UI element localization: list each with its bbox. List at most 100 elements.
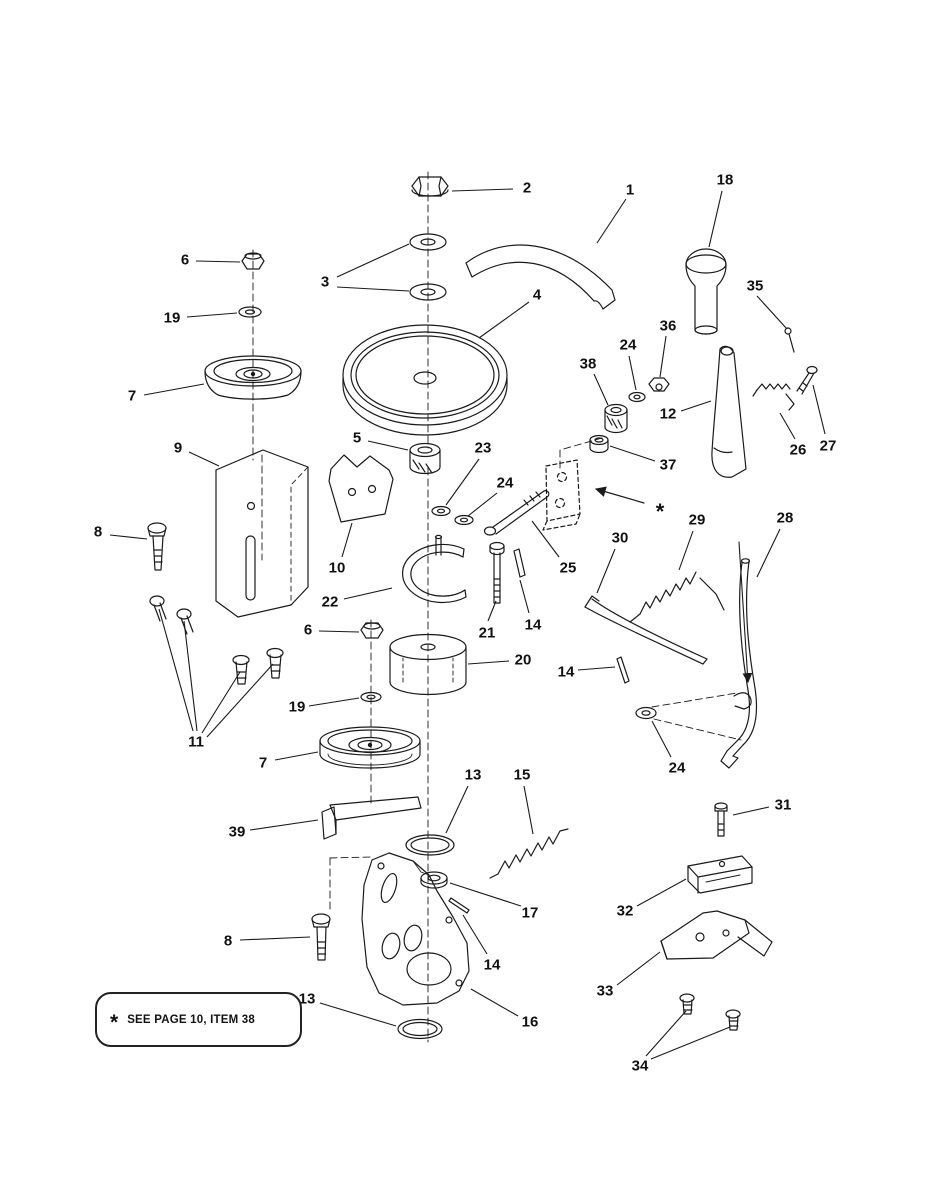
leader-line-22 (343, 587, 393, 600)
leader-line-11 (183, 620, 198, 732)
leader-line-23 (445, 458, 480, 506)
asterisk-arrow (594, 486, 645, 504)
bolt-21 (489, 541, 505, 604)
leader-line-21 (487, 600, 497, 622)
leader-line-18 (708, 190, 723, 248)
pulley-7-mid (319, 726, 421, 769)
leader-line-9 (188, 451, 220, 467)
belt-guide-22 (402, 534, 467, 604)
washer-23 (431, 505, 451, 517)
bushing-37 (589, 434, 609, 454)
leader-line-32 (636, 878, 687, 907)
leader-line-10 (341, 522, 353, 558)
bracket-33 (660, 910, 773, 960)
leader-line-27 (812, 384, 826, 435)
leader-line-37 (609, 445, 656, 462)
bolt-8-lower (311, 913, 331, 961)
spring-15 (489, 828, 569, 879)
leader-line-29 (678, 530, 694, 571)
leader-line-34 (645, 1010, 687, 1057)
arm-16 (361, 852, 470, 1006)
leader-line-14 (462, 914, 488, 955)
footnote-asterisk: * (110, 1010, 119, 1034)
leader-line-13 (319, 1002, 397, 1027)
leader-line-34 (650, 1026, 731, 1060)
leader-line-13 (445, 785, 469, 834)
leader-line-3 (336, 286, 410, 292)
leader-line-20 (467, 660, 510, 665)
clamp-32 (687, 855, 753, 894)
footnote-box: * SEE PAGE 10, ITEM 38 (95, 992, 302, 1047)
pulley-7-left (204, 355, 302, 400)
leader-line-6 (318, 630, 360, 633)
pulley-4 (342, 324, 508, 436)
spring-link-26 (752, 383, 795, 411)
leader-line-6 (195, 260, 241, 263)
bracket-10 (328, 454, 394, 523)
leader-line-12 (680, 400, 712, 412)
leader-line-14 (519, 579, 530, 614)
leader-line-19 (186, 312, 238, 318)
leader-line-24 (628, 355, 637, 391)
leader-line-31 (732, 806, 770, 816)
leader-line-17 (449, 882, 522, 907)
washer-24-center (454, 514, 474, 526)
bolts-34 (679, 993, 741, 1031)
leader-line-7 (274, 751, 319, 761)
leader-line-8 (109, 534, 148, 540)
leader-line-11 (201, 671, 241, 734)
leader-line-8 (239, 936, 311, 941)
leader-line-5 (367, 440, 409, 451)
leader-line-16 (470, 988, 519, 1017)
leader-line-19 (308, 697, 360, 707)
leader-line-15 (523, 785, 534, 835)
screw-35 (784, 327, 795, 353)
leader-line-30 (596, 548, 616, 594)
leader-line-36 (659, 335, 667, 378)
leader-line-26 (779, 412, 796, 440)
leader-line-11 (206, 663, 274, 738)
leader-line-25 (531, 520, 560, 558)
spacer-5 (409, 442, 441, 475)
leader-line-1 (596, 198, 627, 244)
bracket-asterisk (542, 459, 581, 531)
pin-14-lower (448, 897, 470, 914)
leader-line-4 (478, 301, 530, 339)
washer-24-top (628, 391, 646, 403)
drum-20 (389, 633, 467, 696)
ring-13-lower (397, 1018, 443, 1040)
washer-19-left (238, 306, 262, 318)
lever-12 (711, 345, 747, 478)
leader-line-35 (756, 295, 788, 330)
leader-line-24 (467, 492, 498, 517)
leader-line-39 (249, 819, 319, 831)
washer-24-right (635, 706, 657, 720)
hook-detail (733, 692, 752, 710)
centerlines (252, 171, 742, 1043)
nut-6-left (241, 252, 265, 270)
footnote-text: SEE PAGE 10, ITEM 38 (127, 1013, 255, 1026)
leader-line-38 (593, 373, 609, 406)
pin-14-right (616, 656, 630, 684)
washers-3 (409, 233, 447, 301)
nut-6-mid (360, 622, 384, 639)
leader-line-33 (616, 951, 661, 986)
leader-line-14 (577, 666, 616, 671)
bracket-9 (215, 449, 309, 618)
bolt-8-left (147, 522, 167, 571)
bracket-39 (321, 796, 422, 840)
rod-30 (584, 595, 708, 665)
belt-guide-1 (465, 244, 616, 310)
leader-line-28 (756, 528, 781, 578)
washer-19-mid (360, 691, 382, 703)
bolt-31 (714, 802, 728, 837)
callout-leaders-group (109, 188, 826, 1060)
spring-29 (629, 571, 725, 623)
roller-38 (604, 403, 628, 434)
bolt-25 (483, 490, 550, 536)
leader-line-3 (336, 243, 410, 278)
lever-28 (720, 558, 758, 769)
